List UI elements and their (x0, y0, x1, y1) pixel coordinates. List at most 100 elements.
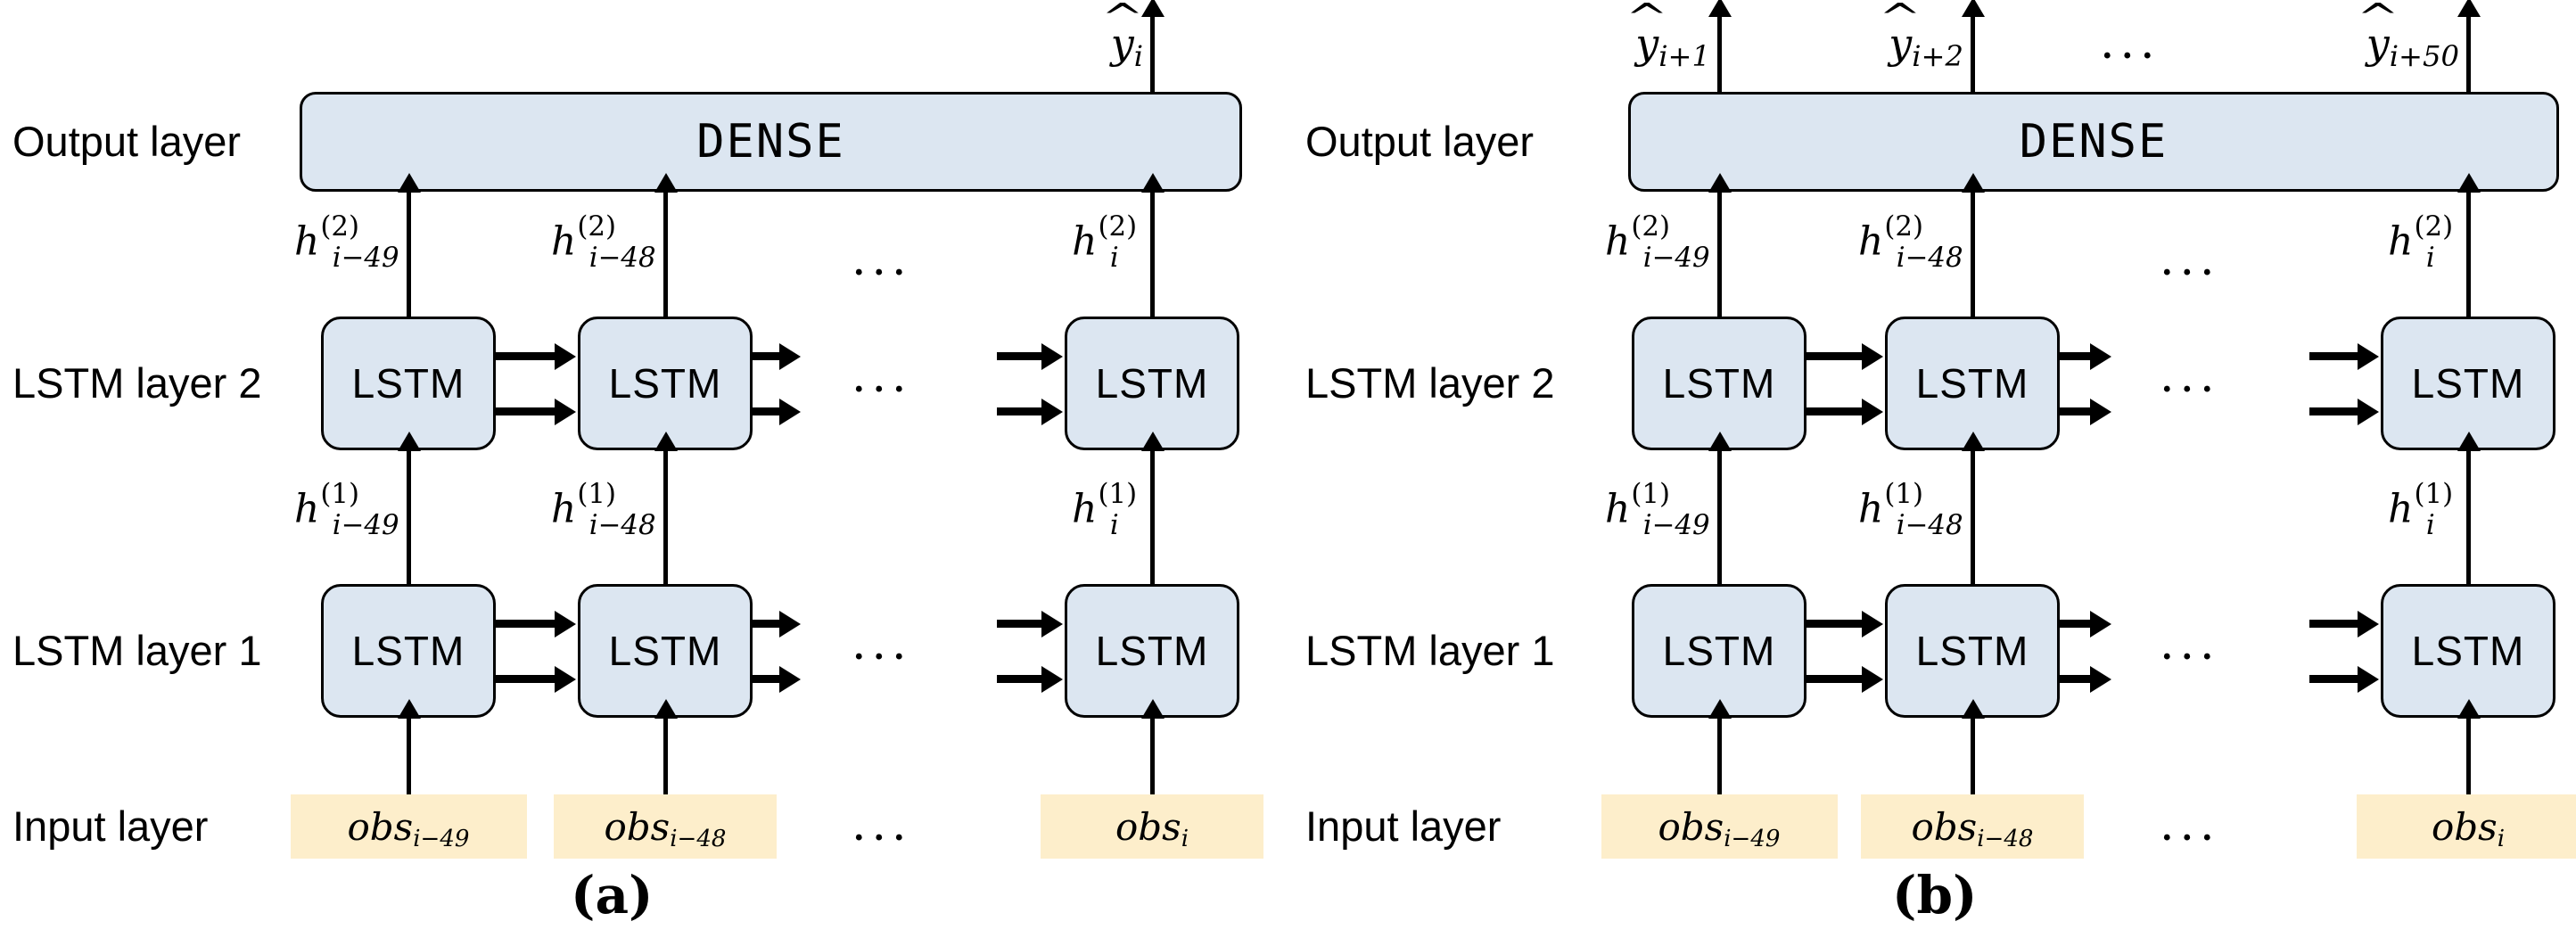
h2-arrow-col2 (2466, 192, 2471, 317)
input-obs-box-col1: obsi−48 (1861, 794, 2084, 859)
input-obs-label: obsi−49 (347, 804, 470, 853)
recurrent-ellipsis-layer1: ... (2160, 617, 2220, 670)
output-arrow-1 (1971, 16, 1975, 92)
output-label-y-hat-i-plus-1: yi+1 (1616, 23, 1710, 70)
h2-label-col0: h(2)i−49 (1605, 210, 1710, 274)
recurrent-arrow-layer1-g1-1 (2060, 675, 2094, 683)
panel-caption: (a) (571, 865, 654, 925)
recurrent-arrow-layer1-g0-1 (1806, 675, 1865, 683)
dense-layer-box: DENSE (1628, 92, 2559, 192)
input-obs-box-col2: obsi (1041, 794, 1263, 859)
lstm-cell-layer1-col2: LSTM (1065, 584, 1239, 718)
lstm-cell-layer2-col2: LSTM (1065, 317, 1239, 450)
output-label-y-hat-i: yi (1049, 23, 1143, 70)
recurrent-arrow-layer1-g1-0 (753, 620, 783, 628)
recurrent-arrow-layer1-g1-1 (753, 675, 783, 683)
h2-arrow-col0 (1717, 192, 1722, 317)
lstm-cell-layer2-col0: LSTM (321, 317, 496, 450)
input-obs-label: obsi−49 (1658, 804, 1781, 853)
lstm-cell-layer1-col1: LSTM (1885, 584, 2060, 718)
input-obs-label: obsi−48 (604, 804, 727, 853)
output-arrow-0 (1150, 16, 1155, 92)
h2-arrow-col1 (663, 192, 668, 317)
h1-arrow-col0 (407, 450, 411, 584)
lstm-cell-layer2-col0: LSTM (1632, 317, 1806, 450)
lstm-cell-label: LSTM (1915, 628, 2029, 674)
input-obs-box-col0: obsi−49 (1601, 794, 1838, 859)
recurrent-arrow-layer1-g0-0 (1806, 620, 1865, 628)
input-obs-label: obsi (2431, 804, 2506, 853)
recurrent-ellipsis-layer2: ... (2160, 350, 2220, 403)
panel-caption: (b) (1892, 865, 1978, 925)
recurrent-arrow-layer2-g2-1 (2309, 407, 2361, 415)
recurrent-arrow-layer2-g2-0 (2309, 352, 2361, 360)
h1-arrow-col2 (1150, 450, 1155, 584)
dense-layer-label: DENSE (696, 115, 845, 169)
recurrent-arrow-layer1-g2-0 (997, 620, 1045, 628)
recurrent-arrow-layer2-g2-1 (997, 407, 1045, 415)
row-label-lstm1: LSTM layer 1 (1305, 627, 1555, 674)
h1-label-col0: h(1)i−49 (1605, 478, 1710, 541)
h1-arrow-col1 (663, 450, 668, 584)
input-arrow-col2 (2466, 718, 2471, 794)
input-arrow-col1 (1971, 718, 1975, 794)
h2-row-ellipsis: ... (2160, 233, 2220, 286)
input-arrow-col2 (1150, 718, 1155, 794)
lstm-cell-label: LSTM (2411, 360, 2525, 407)
recurrent-arrow-layer1-g1-0 (2060, 620, 2094, 628)
recurrent-ellipsis-layer1: ... (852, 617, 912, 670)
h1-label-col2: h(1)i (2388, 478, 2454, 541)
h2-arrow-col0 (407, 192, 411, 317)
lstm-cell-layer1-col0: LSTM (1632, 584, 1806, 718)
h2-arrow-col1 (1971, 192, 1975, 317)
recurrent-arrow-layer2-g1-0 (2060, 352, 2094, 360)
lstm-cell-layer2-col1: LSTM (1885, 317, 2060, 450)
lstm-cell-label: LSTM (1095, 360, 1209, 407)
h2-label-col1: h(2)i−48 (551, 210, 656, 274)
h2-arrow-col2 (1150, 192, 1155, 317)
input-obs-box-col1: obsi−48 (554, 794, 777, 859)
h2-row-ellipsis: ... (852, 233, 912, 286)
input-row-ellipsis: ... (852, 798, 912, 851)
lstm-cell-label: LSTM (1662, 360, 1776, 407)
recurrent-ellipsis-layer2: ... (852, 350, 912, 403)
lstm-cell-label: LSTM (608, 360, 722, 407)
output-label-y-hat-i-plus-50: yi+50 (2365, 23, 2459, 70)
recurrent-arrow-layer2-g0-0 (496, 352, 558, 360)
h1-label-col0: h(1)i−49 (294, 478, 399, 541)
h1-arrow-col0 (1717, 450, 1722, 584)
h1-label-col1: h(1)i−48 (1858, 478, 1963, 541)
output-arrow-2 (2466, 16, 2471, 92)
row-label-input: Input layer (12, 802, 209, 850)
h1-arrow-col2 (2466, 450, 2471, 584)
recurrent-arrow-layer2-g1-1 (753, 407, 783, 415)
input-arrow-col0 (1717, 718, 1722, 794)
lstm-cell-layer2-col1: LSTM (578, 317, 753, 450)
lstm-cell-label: LSTM (1662, 628, 1776, 674)
lstm-cell-layer1-col1: LSTM (578, 584, 753, 718)
recurrent-arrow-layer1-g2-1 (997, 675, 1045, 683)
row-label-input: Input layer (1305, 802, 1502, 850)
input-arrow-col0 (407, 718, 411, 794)
h1-label-col2: h(1)i (1072, 478, 1138, 541)
recurrent-arrow-layer1-g2-0 (2309, 620, 2361, 628)
h2-label-col0: h(2)i−49 (294, 210, 399, 274)
h2-label-col2: h(2)i (2388, 210, 2454, 274)
output-label-y-hat-i-plus-2: yi+2 (1869, 23, 1963, 70)
recurrent-arrow-layer1-g0-0 (496, 620, 558, 628)
lstm-cell-label: LSTM (1915, 360, 2029, 407)
h1-label-col1: h(1)i−48 (551, 478, 656, 541)
row-label-output: Output layer (12, 118, 242, 165)
input-obs-box-col2: obsi (2357, 794, 2576, 859)
recurrent-arrow-layer2-g0-0 (1806, 352, 1865, 360)
dense-layer-box: DENSE (300, 92, 1242, 192)
lstm-cell-label: LSTM (608, 628, 722, 674)
lstm-cell-label: LSTM (2411, 628, 2525, 674)
lstm-cell-layer1-col0: LSTM (321, 584, 496, 718)
row-label-lstm2: LSTM layer 2 (12, 359, 262, 407)
h2-label-col1: h(2)i−48 (1858, 210, 1963, 274)
recurrent-arrow-layer1-g2-1 (2309, 675, 2361, 683)
